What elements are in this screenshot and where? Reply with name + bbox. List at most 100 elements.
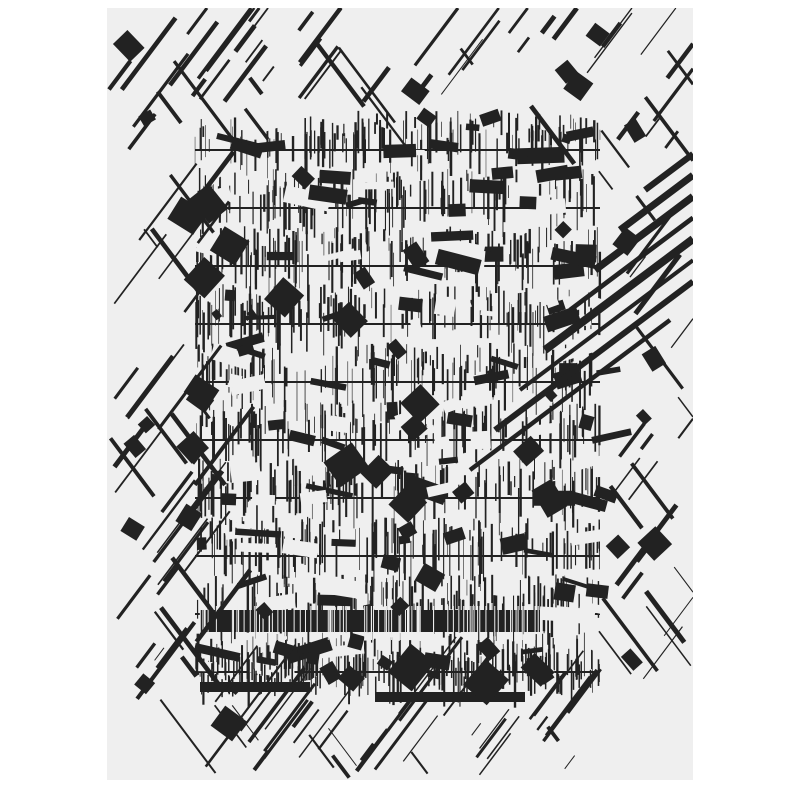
block	[544, 292, 560, 309]
diagonal-stroke	[125, 354, 175, 419]
block	[267, 419, 285, 431]
block	[434, 435, 451, 451]
tilted-block	[210, 705, 247, 742]
tilted-block	[319, 660, 342, 685]
diagonal-stroke	[262, 65, 275, 82]
diagonal-stroke	[222, 44, 268, 103]
diagonal-stroke	[643, 95, 693, 162]
diagonal-stroke	[670, 318, 693, 349]
diagonal-stroke	[172, 60, 236, 142]
tilted-block	[386, 338, 408, 360]
block	[441, 397, 460, 414]
diagonal-stroke	[544, 675, 591, 736]
tilted-block	[637, 526, 673, 561]
long-diagonal	[643, 151, 693, 193]
diagonal-stroke	[141, 479, 196, 551]
diagonal-stroke	[194, 568, 253, 644]
diagonal-stroke	[239, 8, 269, 46]
diagonal-stroke	[644, 117, 661, 138]
diagonal-stroke	[291, 700, 314, 729]
block	[490, 246, 504, 253]
tilted-block	[388, 484, 428, 523]
diagonal-stroke	[205, 8, 256, 73]
tilted-block	[451, 481, 475, 504]
block	[380, 553, 402, 572]
diagonal-stroke	[168, 20, 220, 87]
block	[490, 355, 519, 370]
block	[426, 481, 456, 498]
block	[546, 299, 566, 315]
diagonal-stroke	[459, 47, 474, 66]
diagonal-stroke	[119, 16, 178, 91]
diagonal-stroke	[180, 655, 199, 678]
block	[569, 527, 617, 546]
artwork-marks	[107, 8, 693, 779]
diagonal-stroke	[528, 671, 566, 720]
diagonal-stroke	[447, 8, 500, 76]
diagonal-stroke	[475, 717, 507, 759]
tilted-block	[211, 309, 223, 321]
diagonal-stroke	[297, 45, 340, 100]
diagonal-stroke	[243, 107, 270, 141]
tilted-block	[544, 389, 558, 402]
block	[585, 583, 609, 599]
tilted-block	[246, 309, 258, 321]
diagonal-stroke	[331, 754, 351, 779]
block	[317, 594, 352, 607]
diagonal-stroke	[644, 589, 687, 644]
block	[281, 538, 319, 559]
block	[442, 526, 466, 546]
diagonal-stroke	[642, 626, 683, 680]
dense-band	[200, 610, 540, 632]
diagonal-stroke	[652, 67, 693, 123]
tilted-block	[402, 241, 430, 271]
tilted-block	[486, 368, 498, 381]
diagonal-stroke	[135, 642, 157, 669]
block	[428, 138, 459, 153]
block	[266, 251, 293, 261]
diagonal-stroke	[156, 565, 180, 596]
block	[480, 310, 496, 317]
diagonal-stroke	[639, 433, 654, 451]
block	[308, 184, 348, 205]
block	[398, 296, 423, 313]
tilted-block	[123, 434, 147, 459]
diagonal-stroke	[361, 66, 391, 103]
block	[310, 377, 347, 391]
long-diagonal	[468, 318, 672, 472]
tilted-block	[189, 183, 229, 224]
long-diagonal	[542, 235, 693, 354]
tilted-block	[229, 684, 240, 696]
diagonal-stroke	[239, 688, 274, 732]
long-diagonal	[518, 258, 693, 392]
diagonal-stroke	[263, 682, 317, 753]
block	[288, 429, 316, 447]
diagonal-stroke	[601, 597, 659, 673]
tilted-block	[209, 226, 250, 266]
block	[565, 126, 595, 142]
diagonal-stroke	[633, 252, 682, 316]
tilted-block	[291, 165, 315, 190]
diagonal-stroke	[144, 407, 189, 465]
diagonal-stroke	[108, 437, 156, 498]
tilted-block	[400, 384, 440, 424]
diagonal-stroke	[159, 699, 217, 774]
block	[578, 413, 595, 432]
diagonal-stroke	[264, 667, 312, 730]
diagonal-stroke	[114, 430, 162, 493]
diagonal-stroke	[630, 462, 675, 520]
block	[402, 473, 449, 505]
block	[235, 528, 282, 538]
diagonal-stroke	[198, 59, 231, 100]
diagonal-stroke	[666, 49, 693, 86]
tilted-block	[167, 196, 207, 235]
diagonal-stroke	[113, 233, 167, 305]
tilted-block	[120, 516, 145, 541]
tilted-block	[376, 654, 394, 671]
block	[225, 332, 265, 353]
diagonal-stroke	[539, 14, 557, 35]
block	[499, 533, 528, 555]
tilted-block	[554, 221, 572, 239]
block	[232, 521, 247, 530]
diagonal-stroke	[247, 666, 307, 744]
